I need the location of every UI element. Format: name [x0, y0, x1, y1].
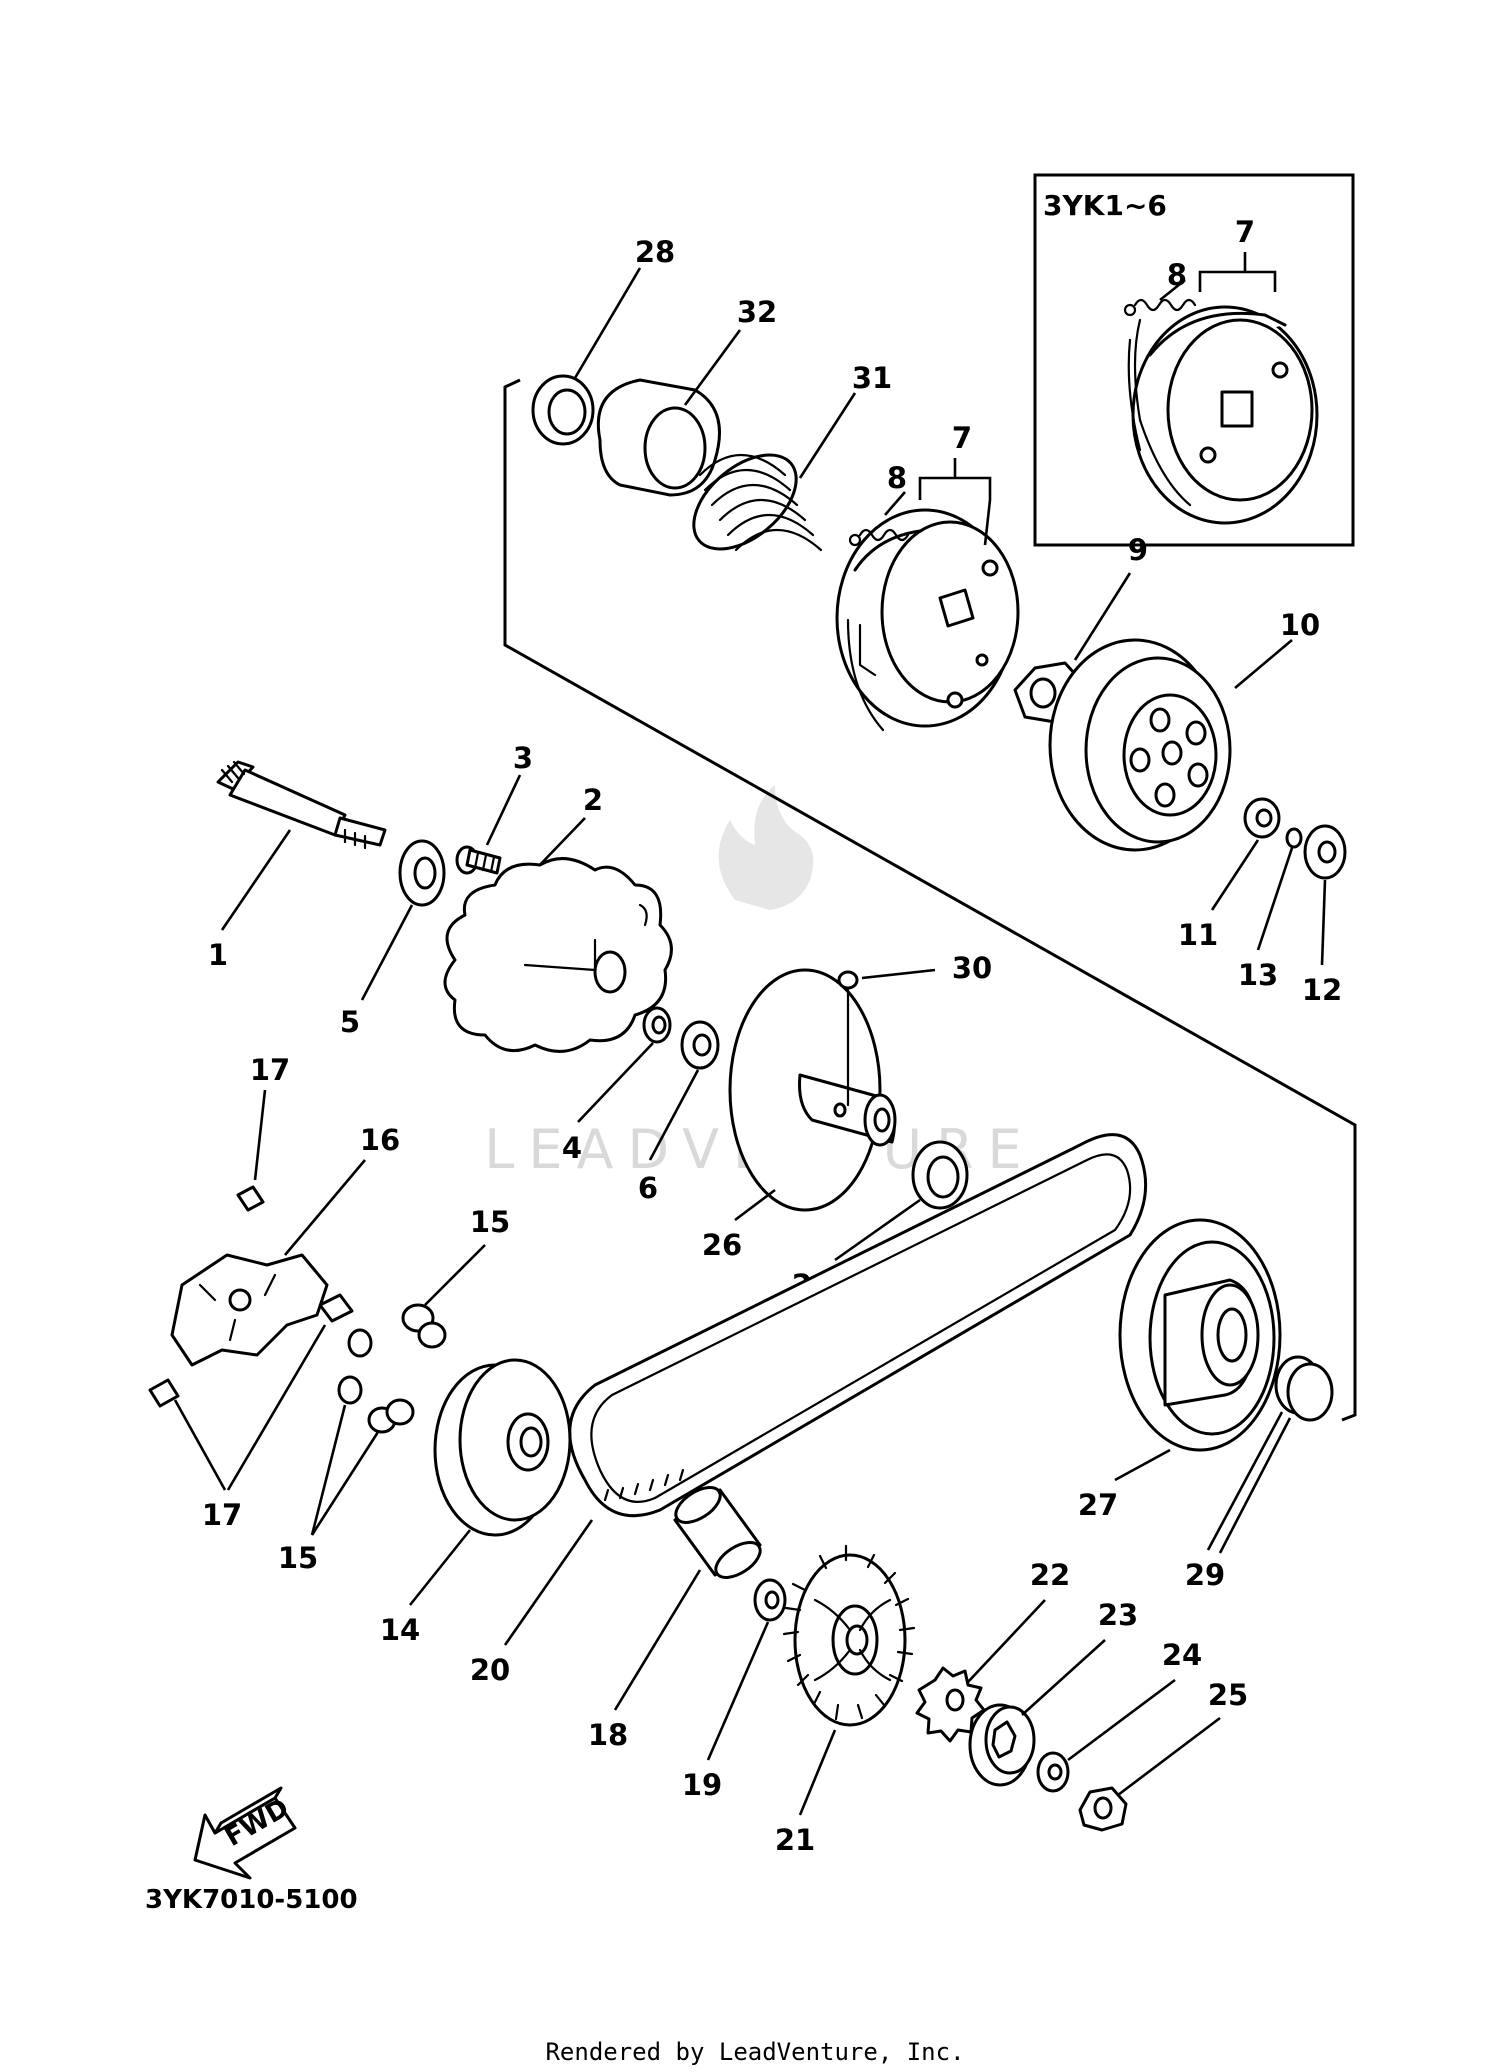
part-5-bearing: [398, 839, 446, 907]
part-8-spring: [848, 528, 910, 547]
part-18-collar: [673, 1486, 762, 1579]
part-14-primary-sheave: [433, 1358, 572, 1537]
part-32-collar: [596, 378, 721, 497]
part-10-clutch-housing: [1048, 638, 1232, 852]
bracket-7: [918, 476, 992, 500]
part-7-clutch-carrier: [835, 508, 1020, 732]
inset-box: 3YK1~6 7 8: [1033, 173, 1355, 547]
callout-31: 31: [852, 361, 892, 395]
callout-24: 24: [1162, 1638, 1202, 1672]
fwd-arrow-icon: FWD: [193, 1786, 297, 1880]
part-25-nut: [1078, 1786, 1128, 1832]
part-17-clips: [148, 1185, 354, 1408]
callout-16: 16: [360, 1123, 400, 1157]
callout-30: 30: [952, 951, 992, 985]
drawing-code: 3YK7010-5100: [145, 1885, 358, 1915]
callout-17b: 17: [202, 1498, 242, 1532]
callout-19: 19: [682, 1768, 722, 1802]
callout-10: 10: [1280, 608, 1320, 642]
part-12-bearing: [1303, 824, 1347, 880]
callout-7: 7: [952, 421, 972, 455]
inset-bracket-7: [1198, 270, 1277, 292]
callout-4: 4: [562, 1131, 582, 1165]
part-23-hub: [968, 1703, 1036, 1787]
callout-11: 11: [1178, 918, 1218, 952]
part-21-fan: [782, 1544, 916, 1727]
callout-17a: 17: [250, 1053, 290, 1087]
footer-credit: Rendered by LeadVenture, Inc.: [545, 2038, 964, 2066]
callout-18: 18: [588, 1718, 628, 1752]
part-15-rollers: [337, 1303, 447, 1434]
callout-15b: 15: [278, 1541, 318, 1575]
callout-25: 25: [1208, 1678, 1248, 1712]
part-16-ramp-plate: [170, 1253, 329, 1367]
callout-14: 14: [380, 1613, 420, 1647]
part-28-seal-lower: [911, 1140, 969, 1210]
callout-8: 8: [887, 461, 907, 495]
part-29-rings: [1274, 1355, 1334, 1422]
callout-29: 29: [1185, 1558, 1225, 1592]
callout-5: 5: [340, 1005, 360, 1039]
callout-32: 32: [737, 295, 777, 329]
callout-15a: 15: [470, 1205, 510, 1239]
part-24-washer: [1036, 1751, 1070, 1793]
callout-3: 3: [513, 741, 533, 775]
callout-22: 22: [1030, 1558, 1070, 1592]
part-13-washer: [1285, 827, 1303, 849]
inset-label: 3YK1~6: [1043, 189, 1167, 222]
callout-21: 21: [775, 1823, 815, 1857]
inset-clutch-assembly: [1127, 305, 1319, 525]
part-4-bearing: [642, 1006, 672, 1044]
part-20-v-belt: [568, 1133, 1148, 1518]
callout-20: 20: [470, 1653, 510, 1687]
callout-1: 1: [208, 938, 228, 972]
callout-8-inset: 8: [1167, 258, 1187, 292]
part-11-nut: [1243, 797, 1281, 839]
callout-6: 6: [638, 1171, 658, 1205]
callout-27: 27: [1078, 1488, 1118, 1522]
callout-7-inset: 7: [1235, 215, 1255, 249]
callout-13: 13: [1238, 958, 1278, 992]
callout-9: 9: [1128, 533, 1148, 567]
part-26-secondary-sheave: [728, 968, 897, 1212]
inset-spring: [1123, 298, 1197, 317]
part-19-washer: [753, 1578, 787, 1622]
assembly-outline: [503, 378, 1357, 1422]
part-1-shaft: [216, 760, 387, 850]
case-gasket: [443, 857, 673, 1053]
callout-23: 23: [1098, 1598, 1138, 1632]
callout-2: 2: [583, 783, 603, 817]
callout-26: 26: [702, 1228, 742, 1262]
part-30-pin: [837, 970, 859, 1107]
part-27-fixed-sheave: [1118, 1218, 1282, 1452]
part-6-seal: [680, 1020, 720, 1070]
callout-12: 12: [1302, 973, 1342, 1007]
part-28-seal-upper: [531, 374, 595, 446]
callout-28a: 28: [635, 235, 675, 269]
part-3-bolt: [455, 845, 502, 875]
part-31-spring: [692, 453, 823, 552]
